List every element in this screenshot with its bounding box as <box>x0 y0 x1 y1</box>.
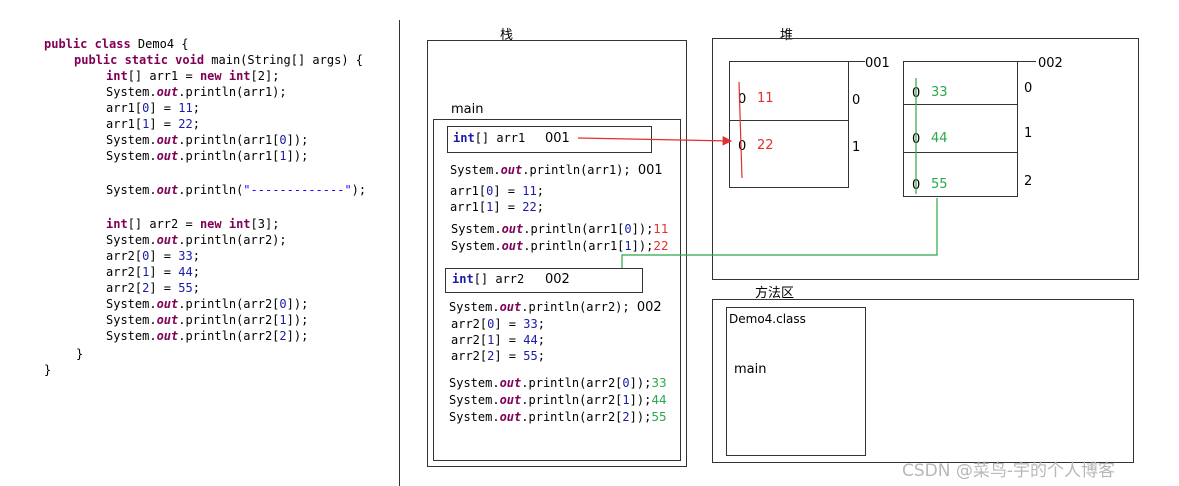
arr2-variable-address: 002 <box>545 272 570 287</box>
code-line-assign-arr2-2: arr2[2] = 55; <box>106 281 200 295</box>
stack-title: 栈 <box>500 28 514 43</box>
code-line-print-arr2-0: System.out.println(arr2[0]); <box>106 297 309 311</box>
heap-001-cell0-init: 0 <box>738 92 747 107</box>
arr1-cell-marker <box>738 81 743 179</box>
main-frame <box>433 119 681 461</box>
code-line-print-arr2-2: System.out.println(arr2[2]); <box>106 329 309 343</box>
stack-print-arr1-1: System.out.println(arr1[1]);22 <box>451 239 669 253</box>
heap-001-cell1-index: 1 <box>852 140 861 155</box>
heap-array-001 <box>729 61 849 188</box>
panel-divider <box>399 20 400 486</box>
code-line-assign-arr2-1: arr2[1] = 44; <box>106 265 200 279</box>
class-name: Demo4.class <box>729 312 806 326</box>
stack-assign-arr1-0: arr1[0] = 11; <box>450 184 544 198</box>
stack-print-arr2-2: System.out.println(arr2[2]);55 <box>449 410 667 424</box>
code-line-class: public class Demo4 { <box>44 37 189 51</box>
heap-array-001-tab <box>849 61 865 62</box>
code-line-new-arr2: int[] arr2 = new int[3]; <box>106 217 280 231</box>
heap-array-001-address: 001 <box>865 56 890 71</box>
heap-array-002-divider-2 <box>903 152 1018 153</box>
stack-print-arr2-0: System.out.println(arr2[0]);33 <box>449 376 667 390</box>
arr2-variable-decl: int[] arr2 <box>452 272 525 286</box>
stack-assign-arr2-2: arr2[2] = 55; <box>451 349 545 363</box>
stack-print-arr1: System.out.println(arr1); 001 <box>450 163 663 178</box>
code-line-new-arr1: int[] arr1 = new int[2]; <box>106 69 280 83</box>
watermark: CSDN @菜鸟-宇的个人博客 <box>902 461 1116 481</box>
method-area-title: 方法区 <box>755 286 795 301</box>
heap-title: 堆 <box>780 28 794 43</box>
class-box <box>726 307 866 456</box>
code-line-assign-arr1-1: arr1[1] = 22; <box>106 117 200 131</box>
stack-area <box>427 40 687 467</box>
main-frame-label: main <box>451 102 484 117</box>
heap-001-cell1-init: 0 <box>738 139 747 154</box>
arr1-reference-arrow <box>577 136 733 146</box>
code-line-print-separator: System.out.println("-------------"); <box>106 183 367 197</box>
code-line-main: public static void main(String[] args) { <box>74 53 363 67</box>
code-line-print-arr1-1: System.out.println(arr1[1]); <box>106 149 309 163</box>
arr1-variable-address: 001 <box>545 131 570 146</box>
source-code-panel: public class Demo4 { public static void … <box>44 36 394 381</box>
code-line-assign-arr1-0: arr1[0] = 11; <box>106 101 200 115</box>
heap-002-cell0-value: 33 <box>931 85 948 100</box>
heap-array-001-divider <box>729 120 849 121</box>
stack-assign-arr1-1: arr1[1] = 22; <box>450 200 544 214</box>
heap-array-002-tab <box>1018 61 1036 62</box>
heap-001-cell0-value: 11 <box>757 91 774 106</box>
stack-assign-arr2-1: arr2[1] = 44; <box>451 333 545 347</box>
heap-001-cell0-index: 0 <box>852 93 861 108</box>
arr2-reference-connector <box>621 198 938 268</box>
heap-array-002 <box>903 61 1018 197</box>
code-line-print-arr2: System.out.println(arr2); <box>106 233 287 247</box>
heap-002-cell0-index: 0 <box>1024 81 1033 96</box>
code-line-print-arr1-0: System.out.println(arr1[0]); <box>106 133 309 147</box>
heap-002-cell1-index: 1 <box>1024 126 1033 141</box>
code-line-print-arr1: System.out.println(arr1); <box>106 85 287 99</box>
heap-array-002-address: 002 <box>1038 56 1063 71</box>
stack-assign-arr2-0: arr2[0] = 33; <box>451 317 545 331</box>
heap-array-002-divider-1 <box>903 104 1018 105</box>
stack-print-arr2: System.out.println(arr2); 002 <box>449 300 662 315</box>
heap-002-cell1-value: 44 <box>931 131 948 146</box>
heap-area <box>712 38 1139 280</box>
stack-print-arr1-0: System.out.println(arr1[0]);11 <box>451 222 669 236</box>
arr2-variable-box <box>445 268 643 293</box>
arr1-variable-decl: int[] arr1 <box>453 131 526 145</box>
code-line-close-class: } <box>44 363 52 377</box>
code-line-close-method: } <box>76 347 84 361</box>
stack-print-arr2-1: System.out.println(arr2[1]);44 <box>449 393 667 407</box>
code-line-assign-arr2-0: arr2[0] = 33; <box>106 249 200 263</box>
heap-002-cell2-index: 2 <box>1024 174 1033 189</box>
method-area <box>712 299 1134 463</box>
heap-001-cell1-value: 22 <box>757 138 774 153</box>
class-method: main <box>734 362 767 377</box>
code-line-print-arr2-1: System.out.println(arr2[1]); <box>106 313 309 327</box>
heap-002-cell2-value: 55 <box>931 177 948 192</box>
